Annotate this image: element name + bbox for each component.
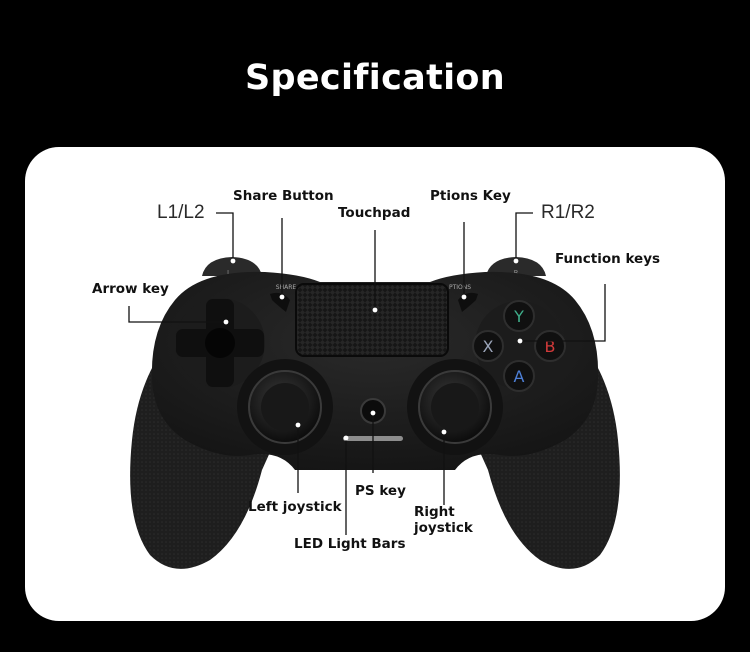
share-mark: SHARE — [276, 284, 297, 291]
label-right-joystick-line1: Right — [414, 504, 455, 520]
callout-lines — [128, 212, 606, 535]
left-joystick-shape — [237, 359, 333, 455]
label-function-keys: Function keys — [555, 251, 661, 267]
label-options-key: Ptions Key — [430, 188, 511, 204]
touchpad-shape — [295, 283, 449, 357]
label-ps-key: PS key — [355, 483, 406, 499]
callout-dots — [223, 258, 523, 441]
left-shoulder-button: L — [202, 257, 262, 277]
b-button-label: B — [545, 337, 556, 356]
b-button: B — [534, 330, 566, 362]
face-buttons: Y X B A — [472, 300, 566, 392]
label-share-button: Share Button — [233, 188, 334, 204]
shoulder-left-mark: L — [227, 269, 231, 277]
x-button: X — [472, 330, 504, 362]
label-l1-l2: L1/L2 — [157, 202, 205, 223]
right-joystick-shape — [407, 359, 503, 455]
x-button-label: X — [483, 337, 494, 356]
a-button: A — [503, 360, 535, 392]
shoulder-right-mark: R — [514, 269, 519, 277]
right-shoulder-button: R — [486, 257, 546, 277]
share-button-shape: SHARE — [270, 284, 296, 312]
y-button: Y — [503, 300, 535, 332]
y-button-label: Y — [513, 307, 524, 326]
dpad — [175, 298, 265, 388]
label-right-joystick-line2: joystick — [414, 520, 473, 536]
options-mark: PTIONS — [449, 284, 471, 291]
label-led-light-bars: LED Light Bars — [294, 536, 406, 552]
label-r1-r2: R1/R2 — [541, 202, 595, 223]
label-touchpad: Touchpad — [338, 205, 411, 221]
label-arrow-key: Arrow key — [92, 281, 169, 297]
label-left-joystick: Left joystick — [248, 499, 342, 515]
page-title: Specification — [245, 58, 505, 98]
a-button-label: A — [514, 367, 525, 386]
